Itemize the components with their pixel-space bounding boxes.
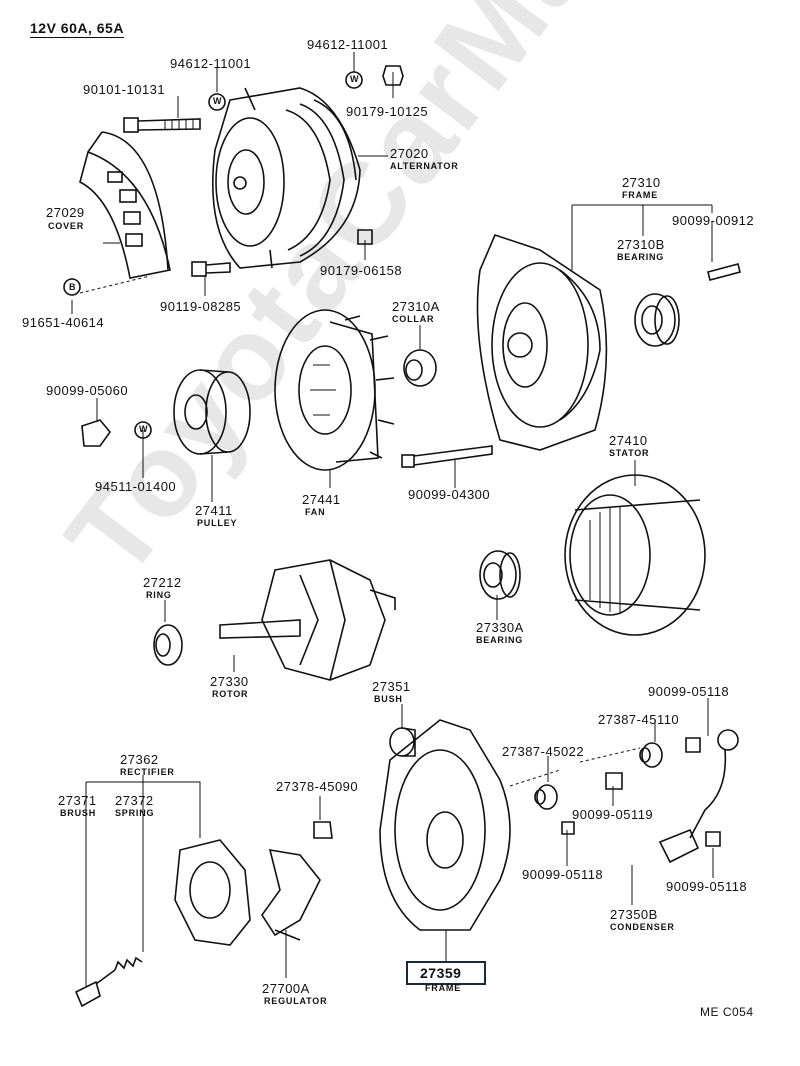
hw-nut-top[interactable]: 90179-10125 xyxy=(346,104,429,119)
part-desc-ring: RING xyxy=(146,590,172,600)
highlight-box[interactable] xyxy=(406,961,486,985)
hw-bolt-b[interactable]: 90119-08285 xyxy=(160,299,242,314)
part-number-rotor[interactable]: 27330 xyxy=(210,674,249,689)
insulator-27387-45022 xyxy=(534,784,558,810)
bolt-90119 xyxy=(191,261,231,277)
rectifier-27362 xyxy=(174,839,251,946)
hw-nut-1[interactable]: 90099-05118 xyxy=(648,684,730,699)
part-desc-collar: COLLAR xyxy=(392,314,435,324)
part-desc-spring: SPRING xyxy=(115,808,155,818)
part-number-alternator[interactable]: 27020 xyxy=(390,146,429,161)
hw-insulator-2[interactable]: 27387-45022 xyxy=(502,744,585,759)
hw-washer-pulley[interactable]: 94511-01400 xyxy=(95,479,177,494)
footer-code: ME C054 xyxy=(700,1005,754,1019)
part-desc-bearing-front: BEARING xyxy=(617,252,665,262)
bearing-27310b xyxy=(634,293,680,347)
b-marker: B xyxy=(69,282,77,292)
hw-nut-3[interactable]: 90099-05118 xyxy=(522,867,604,882)
fan-27441 xyxy=(274,309,395,471)
part-desc-bearing-rear: BEARING xyxy=(476,635,524,645)
part-desc-regulator: REGULATOR xyxy=(264,996,328,1006)
stator-27410 xyxy=(564,474,706,636)
condenser-27350b xyxy=(658,729,739,864)
hw-bolt-long[interactable]: 90101-10131 xyxy=(83,82,166,97)
washer-icons xyxy=(134,71,363,439)
hw-insulator-1[interactable]: 27387-45110 xyxy=(598,712,680,727)
part-number-spring[interactable]: 27372 xyxy=(115,793,154,808)
part-number-pulley[interactable]: 27411 xyxy=(195,503,233,518)
frame-27359 xyxy=(379,719,511,931)
part-desc-condenser: CONDENSER xyxy=(610,922,675,932)
insulator-27387-45110 xyxy=(639,742,663,768)
part-number-regulator[interactable]: 27700A xyxy=(262,981,310,996)
part-desc-alternator: ALTERNATOR xyxy=(390,161,459,171)
part-number-bush[interactable]: 27351 xyxy=(372,679,411,694)
spring-27372 xyxy=(114,956,143,971)
part-number-rectifier[interactable]: 27362 xyxy=(120,752,159,767)
rotor-27330 xyxy=(219,559,396,681)
nut-icons xyxy=(81,65,721,847)
hw-nut-pulley[interactable]: 90099-05060 xyxy=(46,383,129,398)
hw-through-bolt[interactable]: 90099-04300 xyxy=(408,487,491,502)
part-number-frame-drive[interactable]: 27310 xyxy=(622,175,661,190)
washer-marker-b: W xyxy=(350,74,360,84)
bolt-90101 xyxy=(123,117,201,133)
screw-90099-00912 xyxy=(707,263,741,281)
bearing-27330a xyxy=(479,550,521,600)
part-desc-rotor: ROTOR xyxy=(212,689,249,699)
part-number-cover[interactable]: 27029 xyxy=(46,205,85,220)
hw-washer-b[interactable]: 94612-11001 xyxy=(307,37,389,52)
part-desc-stator: STATOR xyxy=(609,448,650,458)
hw-b-mark[interactable]: 91651-40614 xyxy=(22,315,105,330)
ring-27212 xyxy=(153,624,183,666)
part-number-ring[interactable]: 27212 xyxy=(143,575,182,590)
bush-27351 xyxy=(389,727,416,757)
part-number-collar[interactable]: 27310A xyxy=(392,299,440,314)
part-desc-pulley: PULLEY xyxy=(197,518,238,528)
frame-27310 xyxy=(476,234,608,451)
hw-washer-a[interactable]: 94612-11001 xyxy=(170,56,252,71)
part-number-fan[interactable]: 27441 xyxy=(302,492,341,507)
collar-27310a xyxy=(403,349,437,387)
leader-lines xyxy=(71,52,714,986)
hw-cap[interactable]: 27378-45090 xyxy=(276,779,359,794)
part-desc-frame-drive: FRAME xyxy=(622,190,658,200)
part-desc-brush: BRUSH xyxy=(60,808,97,818)
b-mark-icon xyxy=(63,278,81,296)
pulley-27411 xyxy=(173,369,251,455)
part-number-brush[interactable]: 27371 xyxy=(58,793,97,808)
part-number-condenser[interactable]: 27350B xyxy=(610,907,658,922)
bolt-90099-04300 xyxy=(401,445,493,468)
part-desc-rectifier: RECTIFIER xyxy=(120,767,175,777)
part-desc-bush: BUSH xyxy=(374,694,403,704)
part-number-frame-rear[interactable]: 27359 xyxy=(420,965,462,981)
hw-nut-mid[interactable]: 90179-06158 xyxy=(320,263,403,278)
washer-marker-c: W xyxy=(139,424,149,434)
diagram-title: 12V 60A, 65A xyxy=(30,20,124,38)
washer-marker-a: W xyxy=(213,96,223,106)
part-desc-fan: FAN xyxy=(305,507,326,517)
part-number-stator[interactable]: 27410 xyxy=(609,433,648,448)
hw-nut-4[interactable]: 90099-05118 xyxy=(666,879,748,894)
hw-nut-2[interactable]: 90099-05119 xyxy=(572,807,654,822)
regulator-27700a xyxy=(261,849,321,941)
brush-27371 xyxy=(74,969,116,1008)
part-number-bearing-rear[interactable]: 27330A xyxy=(476,620,524,635)
part-number-bearing-front[interactable]: 27310B xyxy=(617,237,665,252)
hw-screw-frame[interactable]: 90099-00912 xyxy=(672,213,755,228)
cover-27029 xyxy=(79,131,171,279)
alternator-27020 xyxy=(212,87,361,269)
part-desc-frame-rear: FRAME xyxy=(425,983,461,993)
part-desc-cover: COVER xyxy=(48,221,85,231)
